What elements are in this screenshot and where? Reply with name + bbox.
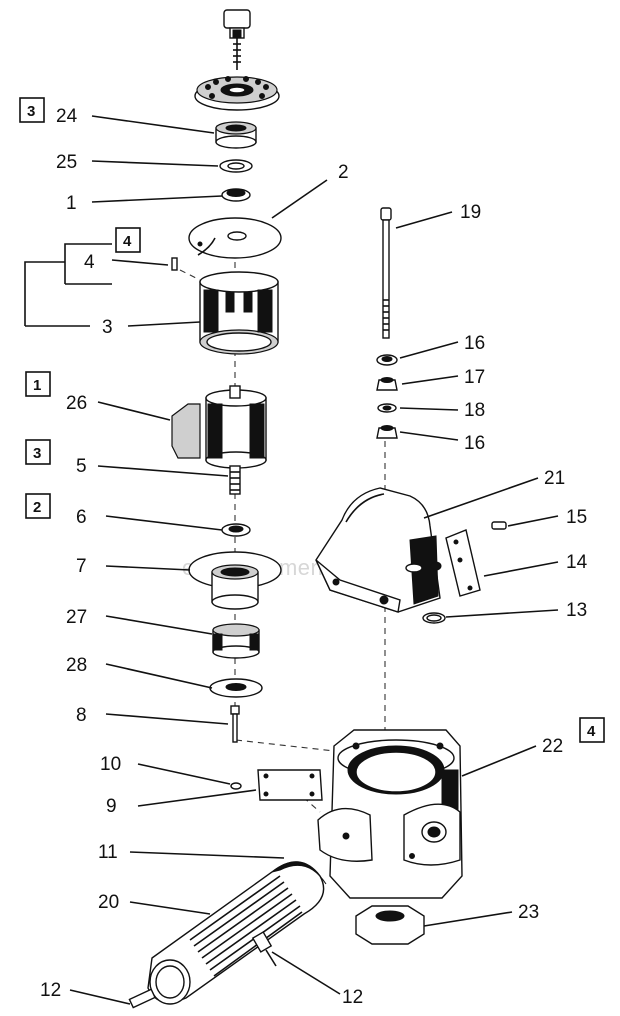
- svg-text:2: 2: [33, 499, 41, 516]
- svg-text:1: 1: [33, 377, 41, 394]
- end-plate-7: [188, 551, 282, 610]
- flange-plate: [194, 76, 280, 111]
- callout-9: 9: [106, 796, 117, 817]
- screw-15: [491, 521, 507, 530]
- leader-lines: [24, 115, 559, 1005]
- screw-12-b: [128, 988, 156, 1009]
- callout-8: 8: [76, 705, 87, 726]
- bearing-24: [215, 121, 257, 149]
- boxed-label-3: 1: [25, 371, 51, 397]
- callout-26: 26: [66, 393, 87, 414]
- main-body-22: [317, 729, 463, 899]
- washer-25: [219, 159, 253, 173]
- rotor-26: [171, 385, 267, 495]
- svg-text:3: 3: [33, 445, 41, 462]
- callout-14: 14: [566, 552, 588, 573]
- washer-6: [221, 523, 251, 537]
- ring-1: [221, 188, 251, 202]
- callout-15: 15: [566, 507, 587, 528]
- callout-12-right: 12: [342, 987, 363, 1008]
- plug-23: [355, 905, 425, 945]
- callout-17: 17: [464, 367, 485, 388]
- callout-13: 13: [566, 600, 587, 621]
- gasket-9: [257, 769, 323, 801]
- callout-6: 6: [76, 507, 87, 528]
- callout-1: 1: [66, 193, 77, 214]
- callout-20: 20: [98, 892, 119, 913]
- callout-4: 4: [84, 252, 95, 273]
- callout-10: 10: [100, 754, 121, 775]
- svg-text:4: 4: [123, 233, 132, 250]
- callout-28: 28: [66, 655, 87, 676]
- boxed-label-1: 3: [19, 97, 45, 123]
- bearing-27: [212, 623, 260, 659]
- callout-25: 25: [56, 152, 77, 173]
- screw-12-a: [251, 931, 277, 967]
- callout-18: 18: [464, 400, 485, 421]
- callout-16-bottom: 16: [464, 433, 485, 454]
- washer-28: [209, 678, 263, 698]
- cylinder-3: [199, 271, 279, 355]
- washer-18: [377, 403, 397, 413]
- callout-19: 19: [460, 202, 481, 223]
- callout-16-top: 16: [464, 333, 485, 354]
- callout-12-left: 12: [40, 980, 61, 1001]
- callout-3: 3: [102, 317, 113, 338]
- callout-numbers: 24 25 1 2 4 3 26 5 6 7 27 28 8 10 9 11 2…: [40, 106, 588, 1008]
- svg-text:3: 3: [27, 103, 35, 120]
- callout-27: 27: [66, 607, 87, 628]
- nut-17: [376, 377, 398, 391]
- long-bolt-19: [380, 207, 392, 339]
- housing-cover-21: [315, 487, 442, 613]
- callout-11: 11: [98, 842, 118, 863]
- callout-24: 24: [56, 106, 78, 127]
- callout-7: 7: [76, 556, 87, 577]
- boxed-label-4: 3: [25, 439, 51, 465]
- boxed-label-6: 4: [579, 717, 605, 743]
- screw-10: [230, 782, 242, 790]
- callout-5: 5: [76, 456, 87, 477]
- callout-23: 23: [518, 902, 539, 923]
- nut-16a: [376, 354, 398, 366]
- handle-20: [147, 861, 327, 1005]
- svg-text:4: 4: [587, 723, 596, 740]
- gasket-14: [445, 529, 481, 597]
- bolt-8: [230, 705, 240, 743]
- o-ring-13: [422, 612, 446, 624]
- pin-4: [171, 257, 178, 271]
- valve-actuator-top: [223, 9, 251, 70]
- boxed-label-2: 4: [115, 227, 141, 253]
- boxed-label-5: 2: [25, 493, 51, 519]
- callout-21: 21: [544, 468, 565, 489]
- callout-2: 2: [338, 162, 349, 183]
- top-plate-2: [188, 217, 282, 259]
- callout-22: 22: [542, 736, 563, 757]
- nut-16b: [376, 425, 398, 439]
